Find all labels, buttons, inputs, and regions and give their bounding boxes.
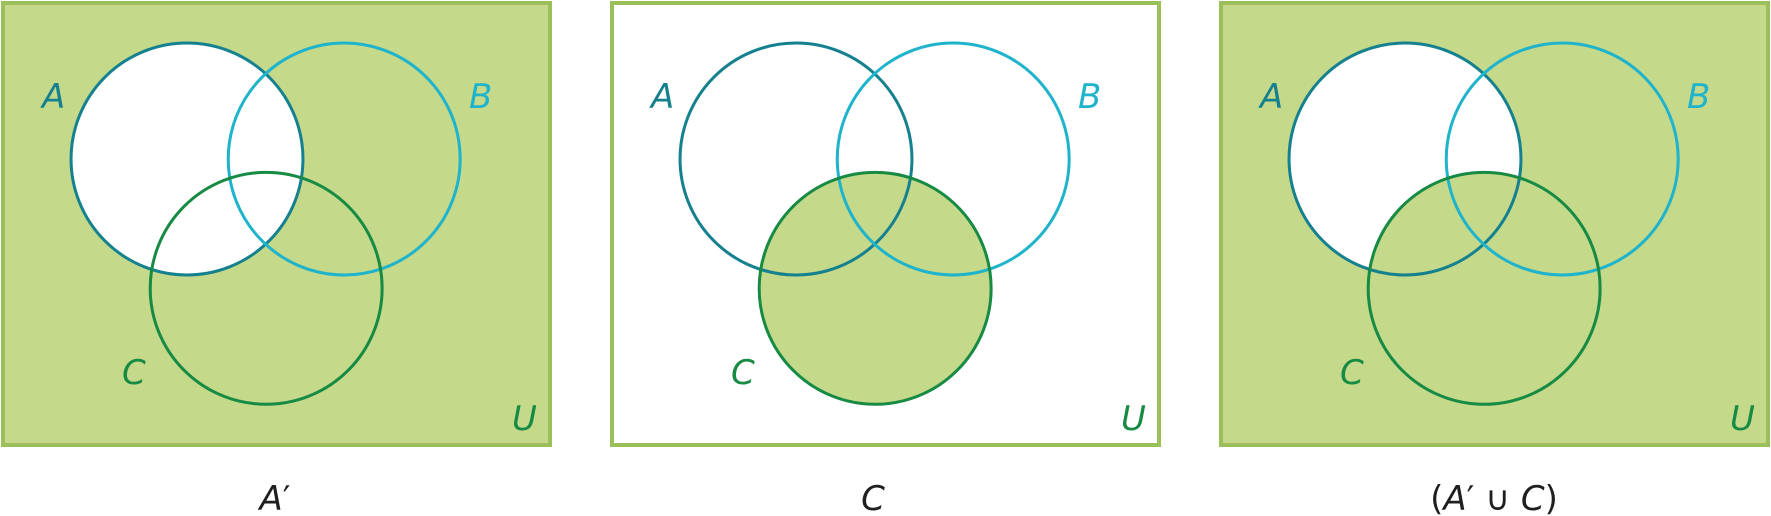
set-b-circle: [226, 41, 462, 277]
set-c-fill: [759, 172, 992, 405]
set-a-circle: [678, 41, 914, 277]
caption-a-complement-union-c: (A′ ∪ C): [1430, 479, 1558, 516]
set-a-label: A: [649, 77, 674, 117]
set-c-circle: [1366, 170, 1602, 406]
set-c-label: C: [122, 353, 146, 393]
a-intersect-c-fill: [1368, 172, 1521, 275]
venn-panel-c: A B C U C: [610, 1, 1161, 516]
set-a-label: A: [1258, 77, 1283, 117]
set-a-circle: [1287, 41, 1523, 277]
set-b-label: B: [469, 77, 492, 117]
caption-c: C: [861, 479, 885, 516]
caption-a-complement: A′: [258, 479, 291, 516]
set-b-circle: [1444, 41, 1680, 277]
set-c-circle: [148, 170, 384, 406]
set-b-label: B: [1687, 77, 1710, 117]
set-a-label: A: [40, 77, 65, 117]
set-c-label: C: [731, 353, 755, 393]
venn-panel-a-complement: A B C U A′: [1, 1, 552, 516]
set-a-circle: [69, 41, 305, 277]
universe-label: U: [512, 399, 537, 439]
universe-label: U: [1121, 399, 1146, 439]
universe-label: U: [1730, 399, 1755, 439]
set-c-circle: [757, 170, 993, 406]
venn-panel-a-complement-union-c: A B C U (A′ ∪ C): [1219, 1, 1770, 516]
set-b-circle: [835, 41, 1071, 277]
set-b-label: B: [1078, 77, 1101, 117]
set-c-label: C: [1340, 353, 1364, 393]
